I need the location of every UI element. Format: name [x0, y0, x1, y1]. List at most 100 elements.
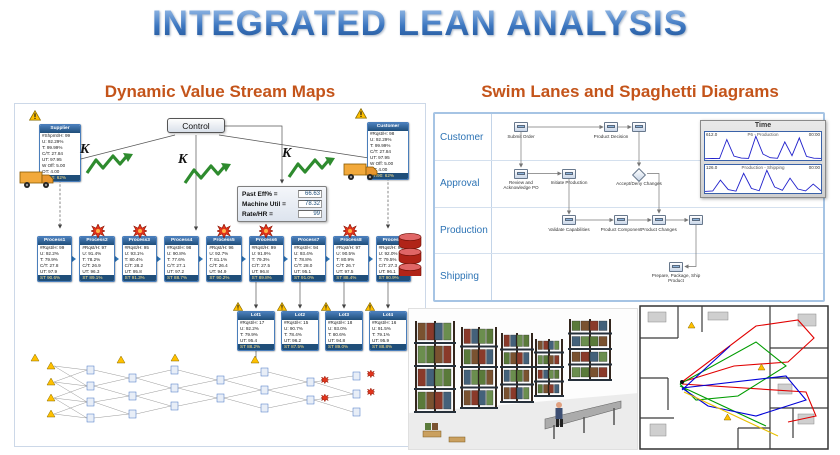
box-metric: U: 92.29%: [370, 137, 392, 143]
box-metric: T: 79.9%: [40, 257, 58, 263]
step-label: Validate Capabilities: [548, 226, 590, 232]
box-metric: ST 91.0%: [291, 275, 326, 282]
box-title: Process1: [38, 237, 72, 246]
box-metric: U: 90.7%: [284, 326, 303, 332]
box-metric: C/T: 26.4: [209, 263, 228, 269]
step-label: Review and Acknowledge PO: [503, 180, 539, 191]
swimlane-connector-lines: [518, 124, 697, 269]
box-metric: OT: 4.00: [370, 167, 388, 173]
warning-icon: [355, 108, 367, 119]
lane-label-customer: Customer: [440, 131, 484, 143]
lane-label-approval: Approval: [440, 178, 480, 190]
box-title: Process8: [334, 237, 368, 246]
box-metric: ST 90.2%: [207, 275, 241, 282]
box-title: Process2: [80, 237, 114, 246]
box-metric: ST 89.8%: [249, 275, 283, 282]
flow-step: Prepare, Package, Ship Product: [651, 261, 701, 284]
box-metric: ST 91.3%: [122, 275, 156, 282]
control-box: Control: [167, 118, 225, 133]
box-metric: T: 79.9%: [240, 332, 258, 338]
box-metric: U: 93.1%: [124, 251, 144, 257]
step-label: Submit Order: [507, 133, 535, 139]
kaizen-arrow-icon: [85, 153, 133, 174]
kaizen-burst: K: [282, 146, 335, 180]
warning-icon: [277, 302, 287, 311]
burst-icon: [259, 224, 273, 238]
lane-label-shipping: Shipping: [440, 271, 479, 283]
flow-arrow-icon: [368, 256, 376, 263]
flow-step: Initiate Production: [544, 168, 594, 186]
box-title: Customer: [368, 123, 408, 132]
box-metric: C/T: 26.9: [82, 263, 101, 269]
step-label: Product Component: [600, 226, 642, 232]
box-metric: #Rqst/H: 17: [240, 320, 265, 326]
flow-arrow-icon: [199, 256, 206, 263]
timeseries-plot: [705, 134, 821, 160]
flow-step: Accept/Deny Changes: [614, 167, 664, 187]
database-icon: [397, 230, 423, 281]
task-icon: [632, 122, 646, 132]
box-metric: C/T: 27.84: [42, 151, 63, 157]
box-title: Lot4: [370, 312, 406, 321]
warehouse-simulation-image: [408, 308, 638, 450]
box-metric: T: 77.6%: [166, 257, 185, 263]
kaizen-arrow-icon: [183, 163, 231, 184]
task-icon: [514, 122, 528, 132]
kaizen-k-label: K: [80, 142, 90, 157]
plot-clock: 00:00: [808, 132, 820, 137]
burst-icon: [91, 224, 105, 238]
box-metric: C/T: 27.5: [251, 263, 271, 269]
box-metric: ST 87.5%: [282, 344, 318, 351]
box-title: Process4: [164, 237, 199, 246]
box-metric: U: 92.2%: [240, 326, 259, 332]
box-metric: #Rqst/H: 98: [378, 245, 403, 251]
stat-label: Machine Util =: [242, 200, 286, 208]
box-metric: #Shpmt/H: 99: [42, 133, 71, 139]
flow-step: Product Decision: [586, 122, 636, 139]
box-metric: T: 80.9%: [336, 257, 355, 263]
stat-row: Past Eff% =66.63: [242, 190, 322, 198]
box-metric: UT: 95.4: [240, 338, 258, 344]
box-metric: T: 99.99%: [370, 143, 391, 149]
flow-step: Product Component: [596, 215, 646, 232]
box-metric: U: 90.8%: [166, 251, 186, 257]
burst-icon: [343, 224, 357, 238]
kaizen-k-label: K: [178, 152, 188, 167]
flow-arrow-icon: [156, 256, 164, 263]
step-label: Initiate Production: [550, 180, 588, 185]
box-metric: C/T: 28.0: [293, 263, 313, 269]
stat-value: 99: [298, 210, 322, 218]
step-label: Prepare, Package, Ship Product: [651, 273, 701, 284]
warning-icon: [365, 302, 375, 311]
box-metric: #Rqst/H: 97: [336, 245, 361, 251]
flow-arrow-icon: [114, 256, 122, 263]
box-metric: ST 90.9%: [376, 275, 410, 282]
box-metric: #Rqst/H: 94: [293, 245, 319, 251]
box-metric: ST/90: 62%: [368, 173, 408, 179]
floorplan-graphic: [639, 305, 829, 450]
kaizen-burst: K: [80, 142, 133, 176]
box-metric: T: 80.4%: [124, 257, 143, 263]
box-metric: T: 80.6%: [328, 332, 346, 338]
box-metric: U: 92.7%: [209, 251, 229, 257]
slide-title: INTEGRATED LEAN ANALYSIS: [0, 4, 840, 44]
box-title: Lot1: [238, 312, 274, 321]
box-metric: ST 89.0%: [326, 344, 362, 351]
stat-value: 78.32: [298, 200, 322, 208]
box-metric: ST 88.7%: [164, 275, 199, 282]
warning-icon: [321, 302, 331, 311]
plot-name: Production - Shipping: [741, 165, 785, 170]
